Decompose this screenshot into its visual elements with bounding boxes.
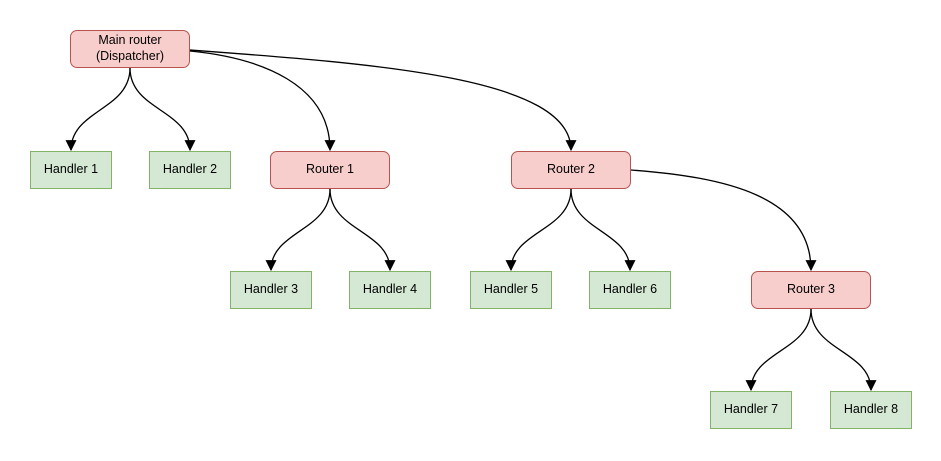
- node-label: Handler 1: [43, 162, 99, 177]
- edge-router-3-to-handler-8: [810, 308, 877, 392]
- edge-router-2-to-router-3: [630, 169, 817, 272]
- edge-main-router-to-handler-1: [65, 67, 131, 152]
- node-handler-6: Handler 6: [589, 271, 671, 309]
- edge-router-1-to-handler-4: [329, 188, 396, 272]
- node-label: Router 2: [547, 162, 595, 177]
- node-label: Router 3: [787, 282, 835, 297]
- edge-router-1-to-handler-3: [265, 188, 331, 272]
- edge-main-router-to-handler-2: [129, 67, 196, 152]
- node-handler-3: Handler 3: [230, 271, 312, 309]
- node-handler-2: Handler 2: [149, 151, 231, 189]
- edge-router-2-to-handler-5: [505, 188, 572, 272]
- edge-router-2-to-handler-6: [570, 188, 636, 272]
- node-label: (Dispatcher): [95, 49, 165, 63]
- edge-main-router-to-router-1: [189, 50, 336, 152]
- node-handler-5: Handler 5: [470, 271, 552, 309]
- node-label: Handler 8: [843, 402, 899, 417]
- node-handler-4: Handler 4: [349, 271, 431, 309]
- node-handler-7: Handler 7: [710, 391, 792, 429]
- edge-main-router-to-router-2: [189, 49, 577, 152]
- node-label: Handler 5: [483, 282, 539, 297]
- node-router-2: Router 2: [511, 151, 631, 189]
- node-router-3: Router 3: [751, 271, 871, 309]
- node-label: Handler 6: [602, 282, 658, 297]
- node-label: Handler 4: [362, 282, 418, 297]
- node-label: Router 1: [306, 162, 354, 177]
- node-main-router: Main router (Dispatcher): [70, 30, 190, 68]
- node-handler-1: Handler 1: [30, 151, 112, 189]
- node-handler-8: Handler 8: [830, 391, 912, 429]
- node-label: Handler 2: [162, 162, 218, 177]
- node-label: Handler 7: [723, 402, 779, 417]
- node-label: Handler 3: [243, 282, 299, 297]
- edge-router-3-to-handler-7: [745, 308, 812, 392]
- node-router-1: Router 1: [270, 151, 390, 189]
- node-label: Main router: [98, 33, 162, 48]
